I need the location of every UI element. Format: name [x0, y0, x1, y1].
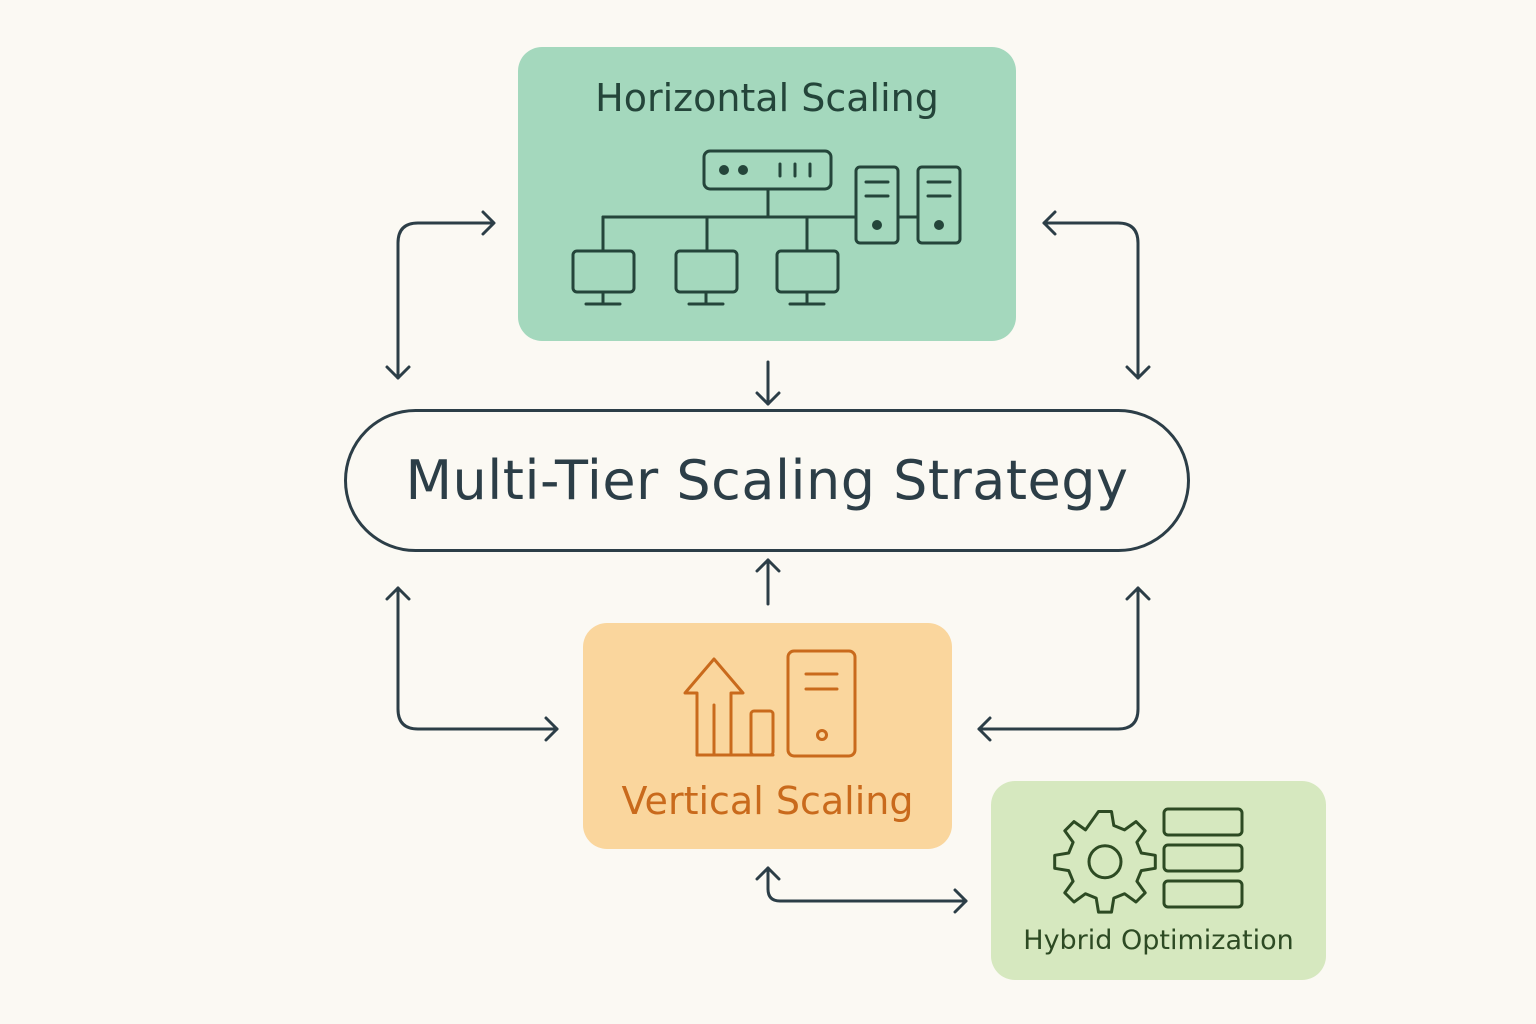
- desktop-monitor-icon: [775, 249, 840, 306]
- arrow-left-center-vertical: [385, 586, 559, 742]
- desktop-monitor-icon: [674, 249, 739, 306]
- hybrid-optimization-box: [991, 781, 1326, 980]
- arrow-right-horizontal-center: [1042, 210, 1151, 380]
- arrow-right-center-vertical: [977, 586, 1151, 742]
- bar-icon: [695, 709, 775, 757]
- arrow-horizontal-to-center: [755, 360, 781, 406]
- vertical-scaling-label: Vertical Scaling: [621, 779, 914, 823]
- stacked-blocks-icon: [1162, 807, 1244, 909]
- network-lines: [601, 188, 920, 252]
- desktop-monitor-icon: [571, 249, 636, 306]
- load-balancer-icon: [702, 149, 833, 191]
- horizontal-scaling-label: Horizontal Scaling: [595, 76, 939, 120]
- arrow-vertical-to-center: [755, 558, 781, 606]
- arrow-vertical-hybrid: [755, 866, 968, 914]
- gear-icon: [1053, 810, 1157, 914]
- hybrid-optimization-label: Hybrid Optimization: [1023, 925, 1294, 956]
- arrow-left-horizontal-center: [385, 210, 496, 380]
- server-tower-icon: [916, 165, 962, 245]
- vertical-scaling-box: [583, 623, 952, 849]
- center-title: Multi-Tier Scaling Strategy: [405, 449, 1129, 512]
- up-arrow-icon: [683, 657, 745, 757]
- server-tower-icon: [786, 649, 857, 758]
- server-tower-icon: [854, 165, 900, 245]
- multi-tier-scaling-strategy-node: Multi-Tier Scaling Strategy: [344, 409, 1190, 552]
